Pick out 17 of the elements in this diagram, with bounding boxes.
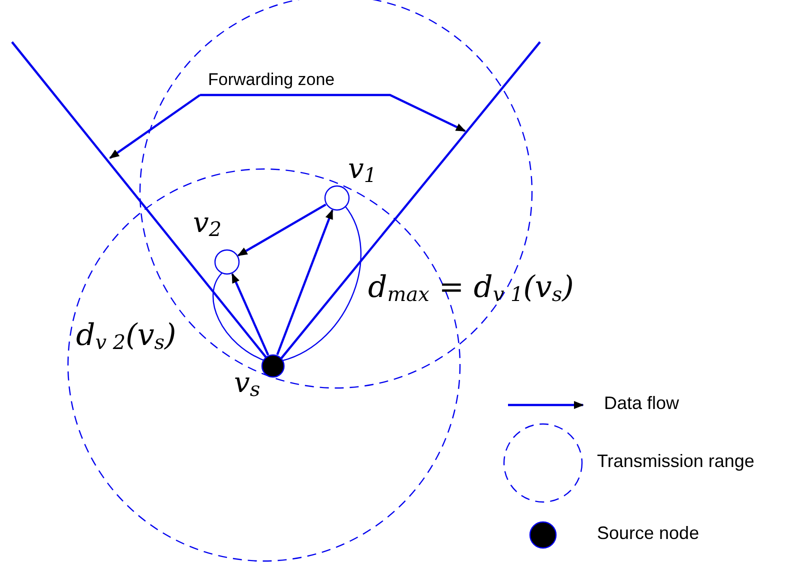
legend-label: Data flow [604,393,680,414]
distance-label: d$_{v 2}$(v$_{s}$) [76,318,176,354]
node-label: v$_{s}$ [234,366,260,401]
arrow [276,209,334,356]
leader-line [200,94,466,132]
arrow [231,272,270,356]
arrow [237,204,326,256]
legend-label: Source node [597,523,700,544]
node-circle [324,185,350,211]
leader-line [109,94,201,159]
node-circle [214,249,240,275]
source-node-circle [261,354,285,378]
distance-label: d$_{max}$ = d$_{v 1}$(v$_{s}$) [368,270,574,306]
legend-label: Transmission range [597,451,754,472]
node-label: v$_{1}$ [348,152,377,187]
node-label: v$_{2}$ [193,206,222,241]
zone-label: Forwarding zone [208,70,335,90]
